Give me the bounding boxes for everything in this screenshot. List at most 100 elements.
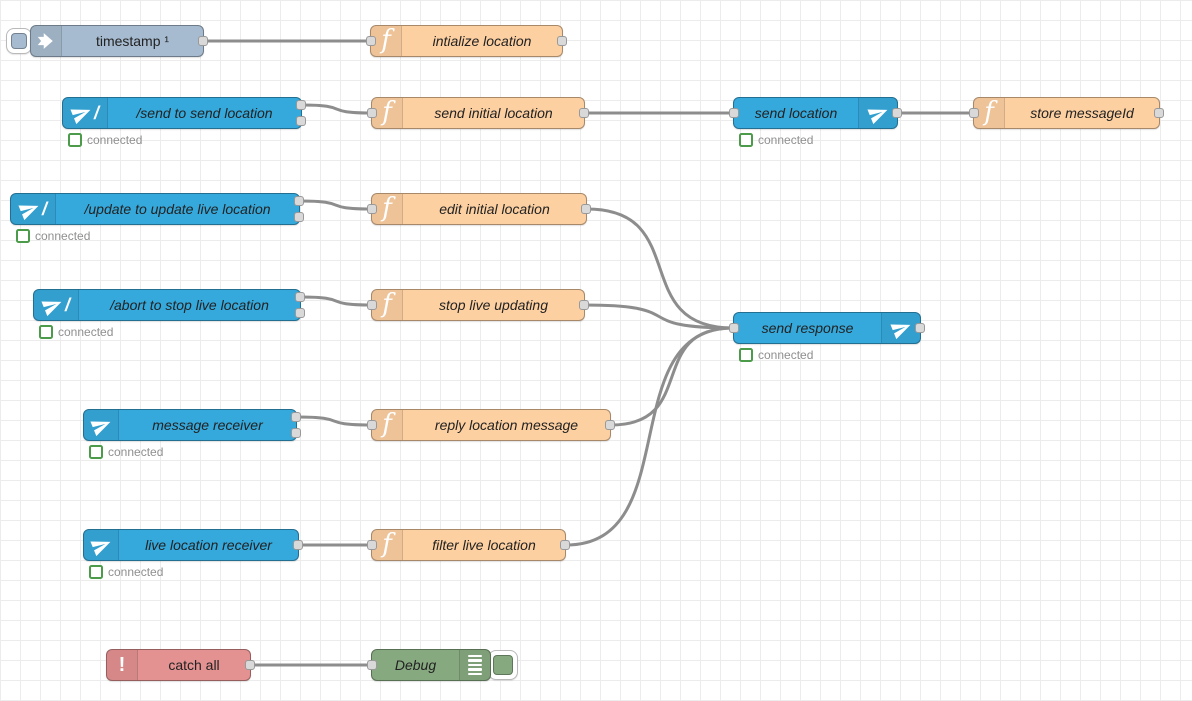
debug-toggle-button[interactable] [488,650,518,680]
output-port[interactable] [605,420,615,430]
node-label: /update to update live location [84,201,271,217]
output-port[interactable] [892,108,902,118]
wire-filter-live-location-to-send-response[interactable] [564,326,735,547]
node-label: intialize location [432,33,532,49]
input-port[interactable] [969,108,979,118]
output-port[interactable] [291,412,301,422]
input-port[interactable] [729,108,739,118]
paper-plane-glyph [889,323,910,339]
node-timestamp[interactable]: timestamp ¹ [30,25,208,57]
output-port[interactable] [294,196,304,206]
wire-stop-live-updating-to-send-response[interactable] [583,303,735,330]
wire-abort-to-stop-live-location-to-stop-live-updating[interactable] [299,295,373,307]
debug-list-glyph [468,654,482,676]
wire-message-receiver-to-reply-location-message[interactable] [295,415,373,427]
node-status: connected [16,229,90,243]
node-debug[interactable]: Debug [367,649,491,681]
wire-edit-initial-location-to-send-response[interactable] [585,207,735,330]
node-label: send response [761,320,854,336]
node-intialize-location[interactable]: f intialize location [366,25,567,57]
node-label: Debug [394,657,437,673]
status-text: connected [58,325,114,339]
node-send-to-send-location[interactable]: //send to send location [62,97,306,129]
output-port[interactable] [295,292,305,302]
input-port[interactable] [729,323,739,333]
status-connected-icon [39,325,53,339]
output-port[interactable] [557,36,567,46]
status-connected-icon [16,229,30,243]
output-port[interactable] [296,100,306,110]
input-port[interactable] [366,36,376,46]
status-text: connected [108,445,164,459]
input-port[interactable] [367,420,377,430]
node-send-response[interactable]: send response [729,312,925,344]
paper-plane-glyph [89,540,110,556]
output-port[interactable] [198,36,208,46]
output-port[interactable] [294,212,304,222]
node-message-receiver[interactable]: message receiver [83,409,301,441]
input-port[interactable] [367,300,377,310]
status-text: connected [35,229,91,243]
output-port[interactable] [293,540,303,550]
output-port[interactable] [579,300,589,310]
node-label: timestamp ¹ [95,33,170,49]
output-port[interactable] [560,540,570,550]
output-port[interactable] [915,323,925,333]
telegram-command-icon: / [34,290,79,320]
node-label: filter live location [432,537,536,553]
node-edit-initial-location[interactable]: f edit initial location [367,192,591,225]
wire-send-to-send-location-to-send-initial-location[interactable] [300,103,373,115]
function-f-glyph: f [381,24,391,55]
node-update-to-update-live-location[interactable]: //update to update live location [10,193,304,225]
node-label: live location receiver [145,537,272,553]
node-status: connected [739,133,813,147]
status-connected-icon [68,133,82,147]
node-live-location-receiver[interactable]: live location receiver [83,529,303,561]
output-port[interactable] [579,108,589,118]
paper-plane-glyph [70,108,91,124]
inject-arrow-glyph [37,33,53,49]
button-fill [493,655,513,675]
output-port[interactable] [1154,108,1164,118]
node-status: connected [739,348,813,362]
function-f-glyph: f [382,192,392,223]
node-send-location[interactable]: send location [729,97,902,129]
node-abort-to-stop-live-location[interactable]: / /abort to stop live location [33,289,305,321]
output-port[interactable] [296,116,306,126]
paper-plane-glyph [41,300,62,316]
input-port[interactable] [367,204,377,214]
output-port[interactable] [581,204,591,214]
debug-list-icon [459,650,490,680]
node-label: catch all [168,657,220,673]
input-port[interactable] [367,108,377,118]
input-port[interactable] [367,660,377,670]
function-f-icon: f [974,98,1005,128]
function-f-glyph: f [382,288,392,319]
status-text: connected [87,133,143,147]
node-label: edit initial location [439,201,550,217]
function-f-glyph: f [382,96,392,127]
input-port[interactable] [367,540,377,550]
wire-reply-location-message-to-send-response[interactable] [609,326,735,427]
output-port[interactable] [295,308,305,318]
paper-plane-glyph [866,108,887,124]
inject-button[interactable] [6,28,32,54]
paper-plane-glyph [18,204,39,220]
telegram-plane-icon [881,313,920,343]
wire-update-to-update-live-location-to-edit-initial-location[interactable] [298,199,373,211]
node-catch-all[interactable]: !catch all [106,649,255,681]
function-f-icon: f [371,26,402,56]
output-port[interactable] [291,428,301,438]
node-label: /abort to stop live location [110,297,269,313]
function-f-icon: f [372,410,403,440]
status-connected-icon [739,133,753,147]
telegram-plane-icon [84,410,119,440]
output-port[interactable] [245,660,255,670]
function-f-icon: f [372,290,403,320]
